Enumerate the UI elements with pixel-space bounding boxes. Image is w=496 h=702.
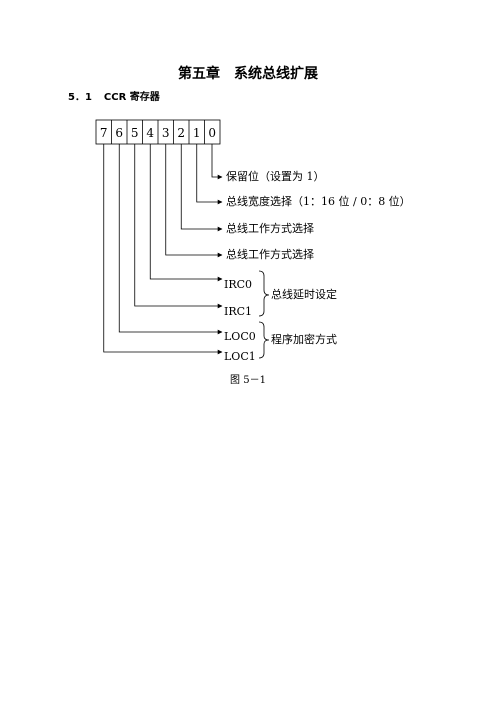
bit-1-connector (196, 144, 223, 205)
figure-caption: 图 5－1 (230, 375, 266, 386)
delay-group-label: 总线延时设定 (271, 288, 337, 301)
section-title: CCR 寄存器 (103, 92, 160, 103)
bit-2-connector (180, 144, 223, 232)
encryption-group-label: 程序加密方式 (271, 333, 337, 346)
bit-0-label: 0 (208, 126, 216, 140)
bit-1-label: 1 (193, 126, 201, 140)
bit-dividers (111, 120, 205, 144)
bit-0-description: 保留位（设置为 1） (226, 170, 325, 183)
signal-loc1: LOC1 (224, 350, 256, 363)
chapter-title: 第五章 系统总线扩展 (178, 66, 318, 82)
signal-irc0: IRC0 (224, 278, 253, 291)
signal-irc1: IRC1 (224, 305, 253, 318)
bit-7-label: 7 (100, 126, 108, 140)
section-number: 5．1 (68, 92, 92, 103)
bit-6-label: 6 (115, 126, 123, 140)
bit-4-connector (149, 144, 223, 282)
bit-6-connector (118, 144, 223, 335)
bit-4-label: 4 (146, 126, 154, 140)
signal-loc0: LOC0 (224, 330, 256, 343)
bit-2-label: 2 (177, 126, 185, 140)
bit-5-label: 5 (131, 126, 139, 140)
bit-1-description: 总线宽度选择（1：16 位 / 0：8 位） (226, 195, 411, 208)
bit-0-connector (211, 144, 223, 180)
bit-2-description: 总线工作方式选择 (226, 222, 314, 235)
encryption-group-brace (258, 321, 270, 359)
bit-3-description: 总线工作方式选择 (226, 248, 314, 261)
bit-5-connector (134, 144, 223, 309)
bit-7-connector (103, 144, 223, 355)
delay-group-brace (258, 270, 270, 317)
section-heading: 5．1 CCR 寄存器 (68, 88, 160, 103)
bit-3-label: 3 (162, 126, 170, 140)
bit-3-connector (165, 144, 223, 258)
